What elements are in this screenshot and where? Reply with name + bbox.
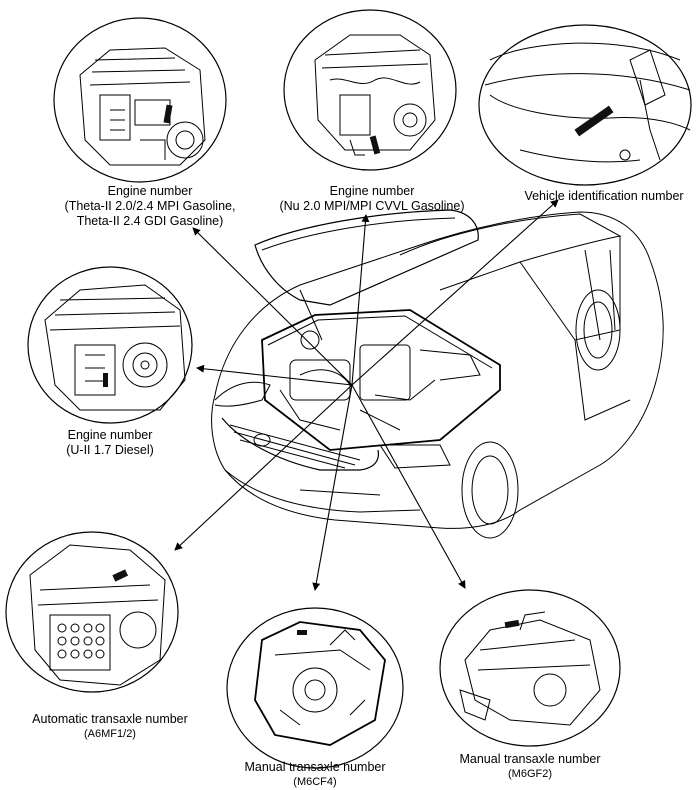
label-engine-u2-line2: (U-II 1.7 Diesel) — [66, 443, 154, 457]
theta-engine-circle — [53, 17, 227, 183]
label-auto-transaxle-line2: (A6MF1/2) — [84, 728, 136, 740]
label-engine-u2: Engine number (U-II 1.7 Diesel) — [30, 428, 190, 458]
u2-engine-circle — [27, 266, 193, 424]
arrow-to-u2-engine — [196, 364, 353, 386]
label-manual-m6cf4: Manual transaxle number (M6CF4) — [220, 760, 410, 790]
label-manual-m6cf4-line2: (M6CF4) — [293, 776, 337, 788]
label-engine-nu: Engine number (Nu 2.0 MPI/MPI CVVL Gasol… — [262, 184, 482, 214]
label-manual-m6cf4-line1: Manual transaxle number — [244, 760, 386, 774]
arrow-to-nu-engine — [351, 214, 370, 386]
label-vin-line1: Vehicle identification number — [524, 189, 684, 203]
label-manual-m6gf2-line1: Manual transaxle number — [459, 752, 601, 766]
label-engine-nu-line1: Engine number — [329, 184, 415, 198]
nu-engine-circle — [283, 9, 457, 171]
label-auto-transaxle-line1: Automatic transaxle number — [32, 712, 188, 726]
arrow-to-vin — [351, 199, 559, 386]
label-manual-m6gf2: Manual transaxle number (M6GF2) — [430, 752, 630, 782]
label-engine-nu-line2: (Nu 2.0 MPI/MPI CVVL Gasoline) — [279, 199, 465, 213]
label-manual-m6gf2-line2: (M6GF2) — [508, 768, 552, 780]
car-illustration — [211, 209, 664, 539]
label-vin: Vehicle identification number — [510, 189, 698, 204]
auto-transaxle-circle — [5, 531, 179, 693]
arrow-to-theta-engine — [192, 227, 353, 386]
arrow-to-auto-transaxle — [174, 384, 353, 551]
label-auto-transaxle: Automatic transaxle number (A6MF1/2) — [10, 712, 210, 742]
arrow-to-m6cf4 — [312, 384, 353, 591]
label-engine-theta-line2: (Theta-II 2.0/2.4 MPI Gasoline, — [64, 199, 236, 213]
label-engine-theta-line3: Theta-II 2.4 GDI Gasoline) — [76, 214, 224, 228]
m6gf2-transaxle-circle — [439, 589, 621, 747]
label-engine-theta: Engine number (Theta-II 2.0/2.4 MPI Gaso… — [40, 184, 260, 229]
arrow-to-m6gf2 — [351, 384, 466, 589]
m6cf4-transaxle-circle — [226, 607, 404, 769]
pointer-lines — [174, 199, 559, 591]
label-engine-theta-line1: Engine number — [107, 184, 193, 198]
label-engine-u2-line1: Engine number — [67, 428, 153, 442]
vin-circle — [478, 24, 692, 186]
